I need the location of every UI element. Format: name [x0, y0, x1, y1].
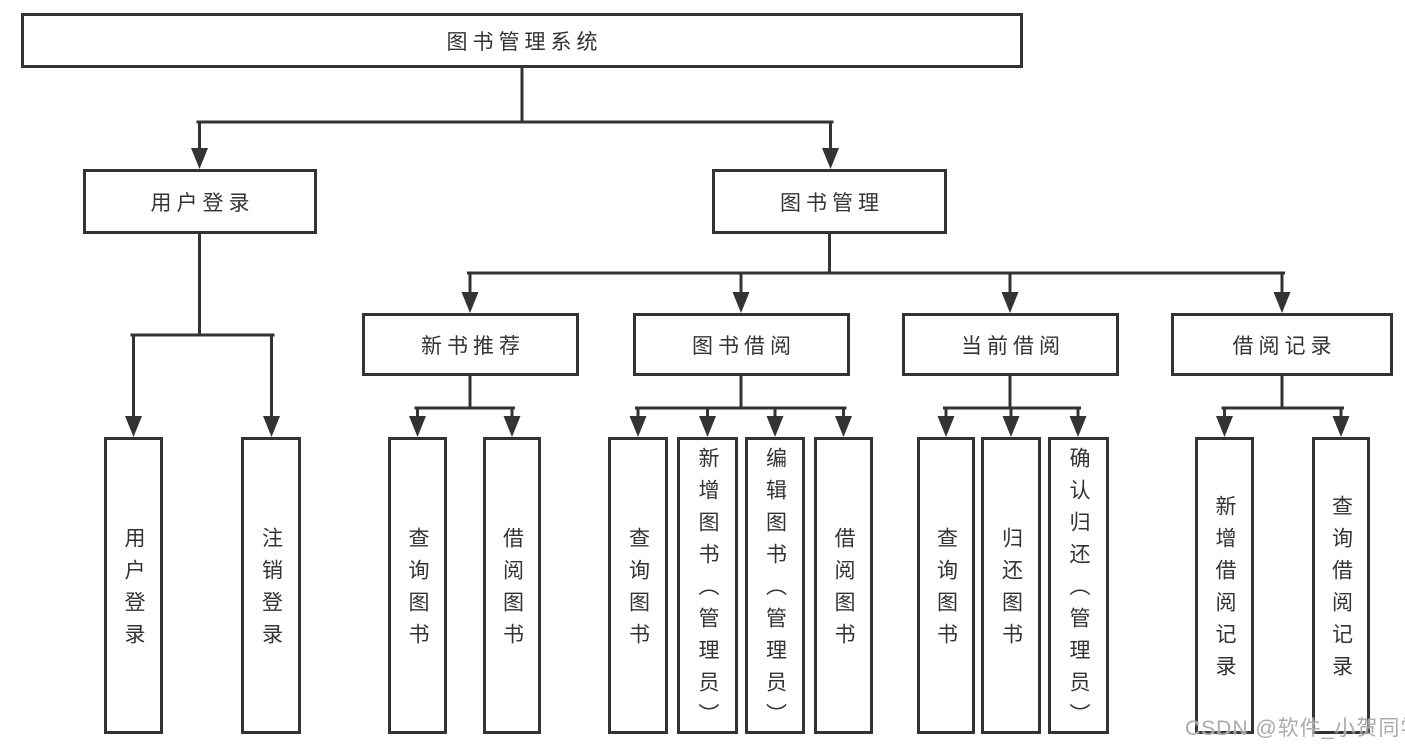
- arrowhead-icon: [629, 416, 647, 437]
- leaf-borrow-books-borrowing: 借阅图书: [814, 437, 873, 734]
- node-book-borrowing: 图书借阅: [633, 313, 850, 376]
- leaf-query-books-current: 查询图书: [917, 437, 975, 734]
- node-label: 借阅图书: [832, 527, 855, 655]
- node-new-book-recommendation: 新书推荐: [362, 313, 579, 376]
- arrowhead-icon: [1069, 416, 1087, 437]
- node-label: 用户登录: [122, 527, 145, 655]
- node-user-login: 用户登录: [83, 169, 317, 234]
- leaf-query-books-borrowing: 查询图书: [608, 437, 668, 734]
- node-label: 借阅记录: [1232, 334, 1337, 358]
- node-label: 用户登录: [150, 191, 255, 215]
- arrowhead-icon: [732, 292, 750, 313]
- node-label: 借阅图书: [500, 527, 524, 655]
- leaf-logout: 注销登录: [241, 437, 301, 734]
- node-label: 当前借阅: [961, 334, 1065, 358]
- leaf-add-borrow-record: 新增借阅记录: [1195, 437, 1254, 734]
- leaf-add-book-admin: 新增图书（管理员）: [677, 437, 738, 735]
- node-label: 新书推荐: [421, 334, 525, 358]
- arrowhead-icon: [1332, 416, 1350, 437]
- arrowhead-icon: [1002, 416, 1020, 437]
- arrowhead-icon: [503, 416, 521, 437]
- leaf-confirm-return-admin: 确认归还（管理员）: [1048, 437, 1109, 735]
- node-label: 确认归还（管理员）: [1067, 447, 1090, 735]
- arrowhead-icon: [461, 292, 479, 313]
- node-label: 编辑图书（管理员）: [763, 447, 787, 735]
- arrowhead-icon: [191, 148, 208, 169]
- watermark: CSDN @软件_小贺同学: [1185, 717, 1405, 740]
- node-label: 查询图书: [406, 527, 429, 655]
- node-book-management: 图书管理: [712, 169, 947, 234]
- leaf-return-books: 归还图书: [981, 437, 1041, 734]
- arrowhead-icon: [766, 416, 784, 437]
- leaf-query-books-recommend: 查询图书: [388, 437, 447, 734]
- node-library-management-system: 图书管理系统: [21, 13, 1023, 68]
- arrowhead-icon: [1273, 292, 1291, 313]
- arrowhead-icon: [125, 416, 142, 437]
- node-borrowing-records: 借阅记录: [1171, 313, 1393, 376]
- leaf-borrow-books-recommend: 借阅图书: [483, 437, 541, 734]
- node-label: 新增借阅记录: [1213, 495, 1236, 687]
- leaf-edit-book-admin: 编辑图书（管理员）: [745, 437, 805, 735]
- arrowhead-icon: [835, 416, 852, 437]
- leaf-query-borrow-record: 查询借阅记录: [1312, 437, 1370, 734]
- node-label: 查询图书: [934, 527, 958, 655]
- node-label: 查询借阅记录: [1329, 495, 1353, 687]
- arrowhead-icon: [263, 416, 280, 437]
- arrowhead-icon: [937, 416, 955, 437]
- node-label: 注销登录: [259, 527, 283, 655]
- arrowhead-icon: [699, 416, 716, 437]
- arrowhead-icon: [1001, 292, 1019, 313]
- node-label: 归还图书: [999, 527, 1023, 655]
- node-current-borrowing: 当前借阅: [902, 313, 1119, 376]
- arrowhead-icon: [822, 148, 839, 169]
- arrowhead-icon: [1216, 416, 1233, 437]
- node-label: 查询图书: [626, 527, 650, 655]
- node-label: 图书管理系统: [446, 30, 603, 54]
- arrowhead-icon: [409, 416, 426, 437]
- node-label: 图书管理: [780, 191, 884, 215]
- leaf-user-login: 用户登录: [104, 437, 163, 734]
- node-label: 图书借阅: [692, 334, 796, 358]
- node-label: 新增图书（管理员）: [696, 447, 719, 735]
